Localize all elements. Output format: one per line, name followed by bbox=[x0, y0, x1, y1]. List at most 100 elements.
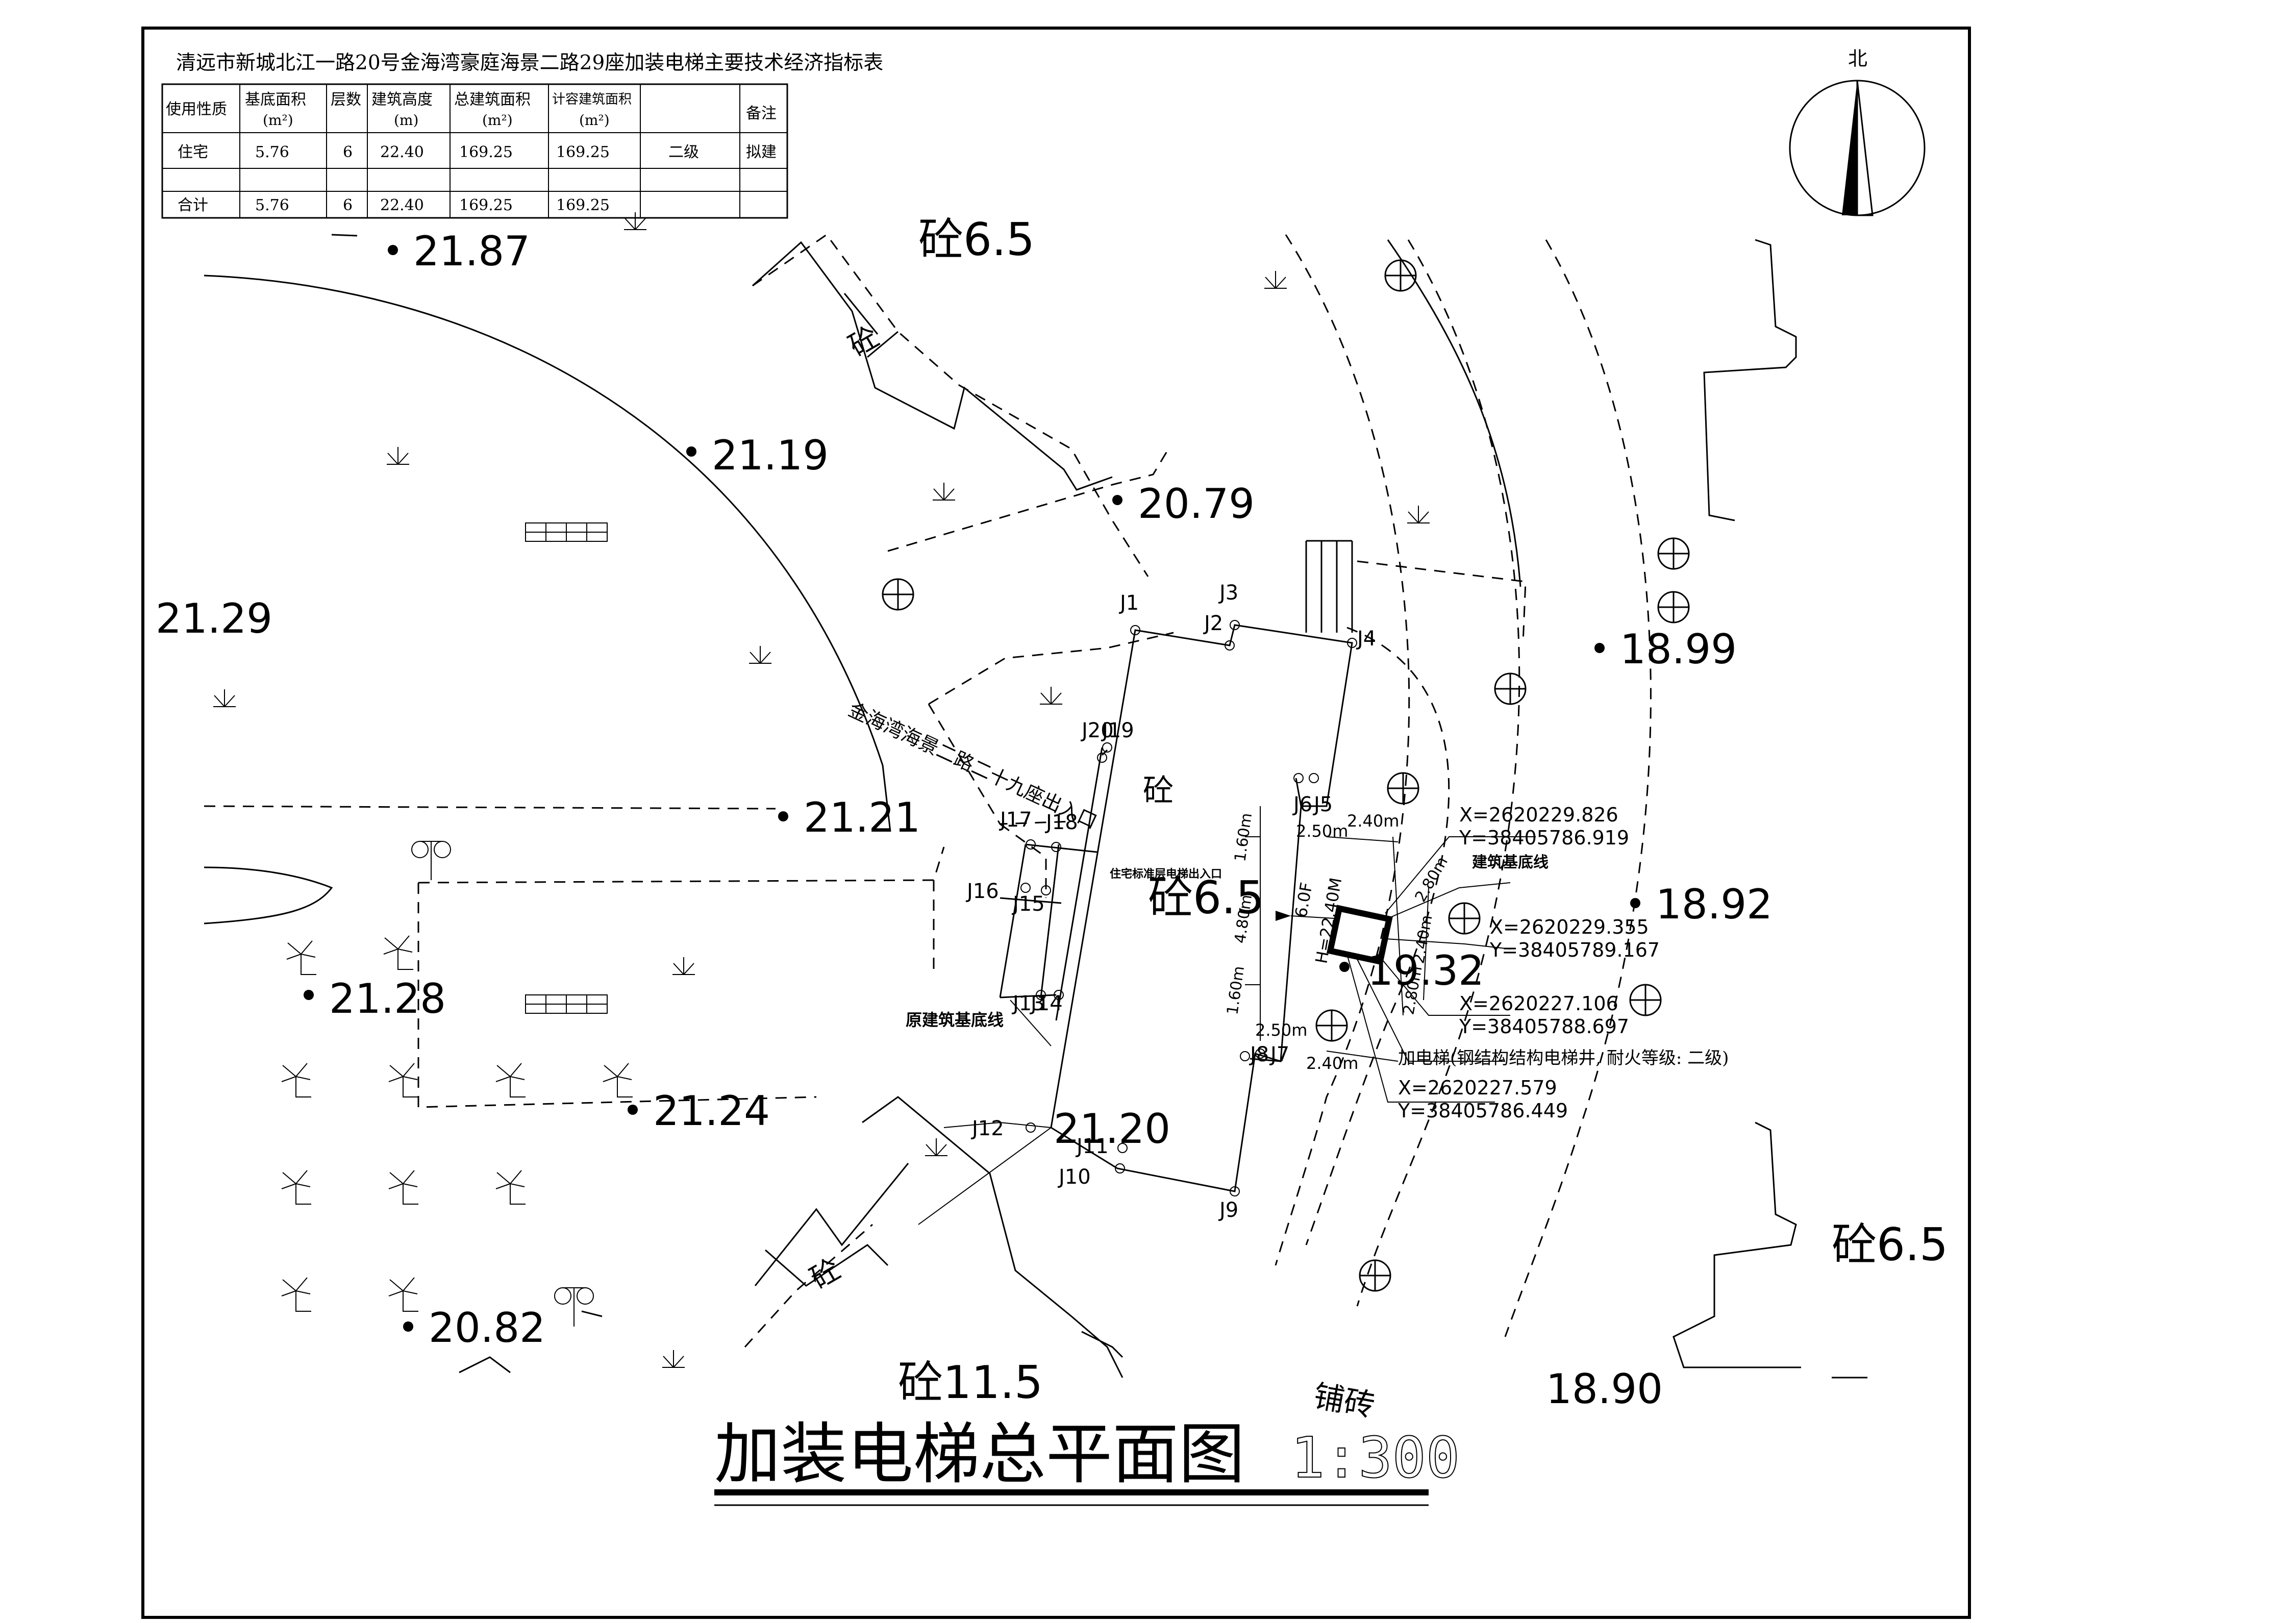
row1-floors: 6 bbox=[343, 143, 353, 161]
point-label: J4 bbox=[1356, 627, 1376, 651]
point-label: J17 bbox=[999, 808, 1032, 832]
dimension-label: 2.50m bbox=[1255, 1020, 1307, 1040]
dimension-label: 1.60m bbox=[1224, 965, 1248, 1016]
north-label: 北 bbox=[1848, 47, 1867, 70]
elevation-labels: 21.87 21.19 20.79 21.29 18.99 21.21 18.9… bbox=[156, 228, 1773, 1413]
header-use: 使用性质 bbox=[166, 101, 227, 118]
material-label: 砼 bbox=[843, 320, 885, 363]
shrub-icon bbox=[281, 1063, 312, 1097]
point-label: J19 bbox=[1101, 719, 1134, 742]
building-line-new-note: 建筑基底线 bbox=[1472, 854, 1549, 871]
header-floors: 层数 bbox=[331, 91, 361, 109]
header-far-area-unit: (m²) bbox=[579, 112, 610, 129]
table-title: 清远市新城北江一路20号金海湾豪庭海景二路29座加装电梯主要技术经济指标表 bbox=[176, 52, 883, 74]
tree-icon bbox=[882, 578, 914, 611]
point-label: J1 bbox=[1118, 591, 1139, 615]
shrub-icon bbox=[286, 940, 317, 975]
index-table: 清远市新城北江一路20号金海湾豪庭海景二路29座加装电梯主要技术经济指标表 使用… bbox=[161, 52, 883, 219]
header-height: 建筑高度 bbox=[371, 91, 433, 109]
point-label: J9 bbox=[1218, 1198, 1238, 1222]
bench-icon bbox=[525, 522, 608, 542]
row2-total-area: 169.25 bbox=[459, 196, 513, 214]
grass-icon bbox=[386, 446, 410, 465]
material-label: 砼6.5 bbox=[1148, 871, 1264, 924]
header-height-unit: (m) bbox=[394, 112, 418, 129]
drawing-title: 加装电梯总平面图 bbox=[714, 1415, 1245, 1493]
shrub-icon bbox=[383, 935, 414, 970]
sheet-frame bbox=[141, 27, 1971, 1619]
tree-icon bbox=[1448, 902, 1481, 935]
point-label: J15 bbox=[1011, 892, 1045, 916]
north-arrow: 北 bbox=[1789, 47, 1926, 216]
material-label: 砼6.5 bbox=[918, 213, 1035, 266]
lamp-icon bbox=[411, 841, 451, 881]
material-label: 砼11.5 bbox=[898, 1356, 1043, 1409]
grass-icon bbox=[672, 957, 695, 975]
grass-icon bbox=[1407, 505, 1430, 523]
point-label: J14 bbox=[1029, 992, 1063, 1015]
coordinate-labels: X=2620229.826 Y=38405786.919 X=2620229.3… bbox=[1397, 804, 1660, 1122]
tree-icon bbox=[1494, 672, 1527, 705]
elevation-label: 18.99 bbox=[1620, 626, 1737, 673]
elevation-label: 21.28 bbox=[329, 975, 446, 1022]
point-label: J12 bbox=[970, 1117, 1004, 1140]
point-labels: J1 J2 J3 J4 J20 J19 J5 J6 J17 J18 J16 J1… bbox=[965, 581, 1376, 1222]
material-label: 砼6.5 bbox=[1832, 1218, 1948, 1271]
header-base-area-unit: (m²) bbox=[263, 112, 293, 129]
grass-icon bbox=[662, 1350, 685, 1368]
grass-icon bbox=[932, 482, 956, 501]
point-label: J11 bbox=[1075, 1135, 1109, 1158]
elevation-label: 21.29 bbox=[156, 595, 272, 642]
grass-symbols bbox=[213, 212, 1430, 1368]
grass-icon bbox=[213, 689, 236, 707]
tree-icon bbox=[1629, 984, 1662, 1016]
site-linework bbox=[204, 233, 1867, 1379]
shrub-icon bbox=[495, 1170, 526, 1205]
dimension-labels: 2.40m 2.50m 1.60m 4.80m 1.60m 2.80m 2.40… bbox=[1224, 811, 1452, 1073]
tree-icon bbox=[1384, 259, 1417, 292]
bench-symbols bbox=[525, 522, 608, 1014]
building-line-old-note: 原建筑基底线 bbox=[906, 1010, 1004, 1030]
row1-height: 22.40 bbox=[380, 143, 424, 161]
coordinate-x: X=2620229.355 bbox=[1490, 916, 1649, 938]
shrub-icon bbox=[388, 1170, 419, 1205]
elevation-points bbox=[304, 245, 1640, 1332]
point-label: J16 bbox=[965, 880, 999, 903]
point-label: J3 bbox=[1218, 581, 1238, 605]
shrub-icon bbox=[281, 1170, 312, 1205]
point-label: J10 bbox=[1057, 1165, 1091, 1189]
point-label: J18 bbox=[1044, 811, 1078, 834]
header-far-area: 计容建筑面积 bbox=[552, 92, 632, 107]
shrub-icon bbox=[603, 1063, 633, 1097]
drawing-scale: 1:300 bbox=[1291, 1425, 1460, 1490]
tree-icon bbox=[1657, 591, 1690, 623]
material-label: 砼 bbox=[1143, 773, 1174, 809]
elevation-label: 21.24 bbox=[653, 1087, 770, 1135]
row2-use: 合计 bbox=[178, 196, 208, 214]
bench-icon bbox=[525, 994, 608, 1014]
grass-icon bbox=[1264, 270, 1287, 289]
elevation-label: 20.82 bbox=[429, 1304, 545, 1352]
coordinate-x: X=2620227.106 bbox=[1459, 992, 1618, 1015]
elevation-label: 21.20 bbox=[1054, 1105, 1170, 1153]
row1-far-area: 169.25 bbox=[556, 143, 610, 161]
grass-icon bbox=[1039, 686, 1063, 705]
header-total-area-unit: (m²) bbox=[482, 112, 513, 129]
tree-icon bbox=[1359, 1259, 1391, 1292]
row1-use: 住宅 bbox=[178, 143, 208, 161]
material-label: 砼 bbox=[805, 1253, 846, 1295]
tree-icon bbox=[1315, 1009, 1348, 1042]
elevation-label: 21.19 bbox=[712, 432, 829, 479]
dimension-label: 1.60m bbox=[1231, 812, 1256, 863]
row2-height: 22.40 bbox=[380, 196, 424, 214]
coordinate-y: Y=38405786.449 bbox=[1397, 1100, 1568, 1122]
point-label: J20 bbox=[1080, 719, 1114, 742]
coordinate-y: Y=38405786.919 bbox=[1459, 827, 1629, 849]
dimension-label: 2.50m bbox=[1296, 821, 1348, 841]
elevator-shaft bbox=[1327, 905, 1393, 965]
elevation-label: 20.79 bbox=[1138, 480, 1255, 528]
building-footprint bbox=[918, 620, 1536, 1225]
coordinate-y: Y=38405788.697 bbox=[1459, 1015, 1629, 1038]
material-label: 铺砖 bbox=[1311, 1378, 1377, 1424]
